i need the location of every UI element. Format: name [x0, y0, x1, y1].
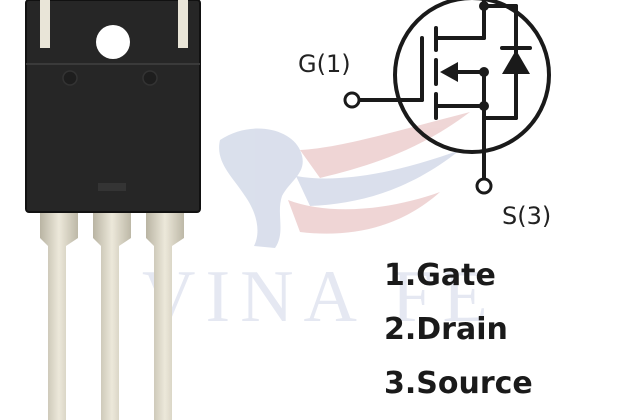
legend-item-drain: 2.Drain — [384, 312, 508, 347]
legend-item-source: 3.Source — [384, 366, 533, 401]
ejector-mark-left — [62, 70, 78, 86]
package-body — [26, 0, 200, 212]
package-leads — [40, 205, 184, 420]
source-terminal — [475, 177, 493, 195]
gate-terminal — [343, 91, 361, 109]
watermark-text: VINA FE — [142, 256, 498, 338]
ejector-mark-right — [142, 70, 158, 86]
tab-slot-left — [40, 0, 50, 48]
symbol-circle — [393, 0, 551, 154]
legend-item-gate: 1.Gate — [384, 258, 496, 293]
gate-pin-label: G(1) — [298, 50, 351, 78]
tab-slot-right — [178, 0, 188, 48]
mounting-hole — [96, 25, 130, 59]
source-pin-label: S(3) — [502, 202, 552, 230]
